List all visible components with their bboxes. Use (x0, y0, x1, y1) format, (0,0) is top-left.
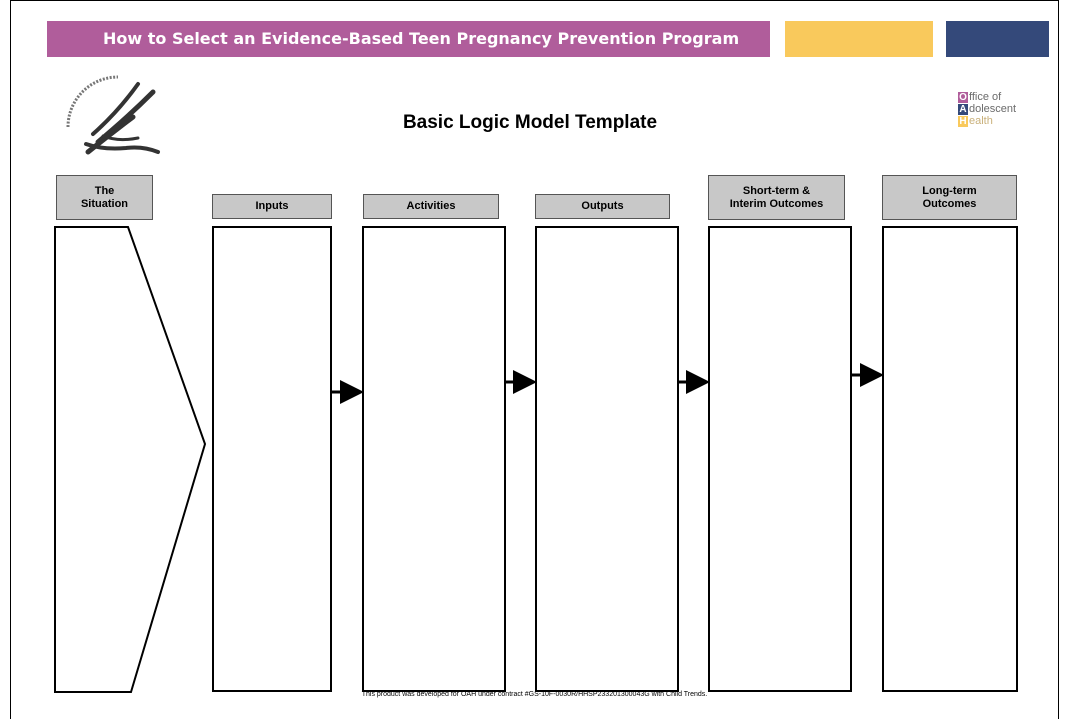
banner-accent-yellow (785, 21, 933, 57)
short-term-outcomes-box (708, 226, 852, 692)
header-outputs: Outputs (535, 194, 670, 219)
oah-text-office: ffice of (969, 91, 1002, 103)
oah-letter-o: O (958, 91, 968, 103)
banner-title: How to Select an Evidence-Based Teen Pre… (47, 21, 770, 57)
oah-letter-a: A (958, 103, 968, 115)
header-activities: Activities (363, 194, 499, 219)
outputs-box (535, 226, 679, 692)
frame-left-border (10, 0, 11, 719)
oah-letter-h: H (958, 115, 968, 127)
banner-accent-navy (946, 21, 1049, 57)
header-situation: The Situation (56, 175, 153, 220)
inputs-box (212, 226, 332, 692)
header-inputs: Inputs (212, 194, 332, 219)
oah-line-health: H ealth (958, 115, 1038, 127)
oah-text-adolescent: dolescent (969, 103, 1017, 115)
situation-box (54, 226, 207, 693)
footer-note: This product was developed for OAH under… (361, 691, 708, 698)
oah-text-health: ealth (969, 115, 993, 127)
frame-right-border (1058, 0, 1059, 719)
page-title: Basic Logic Model Template (402, 112, 658, 133)
activities-box (362, 226, 506, 692)
oah-line-adolescent: A dolescent (958, 103, 1038, 115)
hhs-seal-icon (66, 75, 160, 155)
oah-logo: O ffice of A dolescent H ealth (958, 91, 1038, 149)
header-long-term-outcomes: Long-term Outcomes (882, 175, 1017, 220)
oah-line-office: O ffice of (958, 91, 1038, 103)
frame-top-border (10, 0, 1059, 1)
header-short-term-outcomes: Short-term & Interim Outcomes (708, 175, 845, 220)
long-term-outcomes-box (882, 226, 1018, 692)
